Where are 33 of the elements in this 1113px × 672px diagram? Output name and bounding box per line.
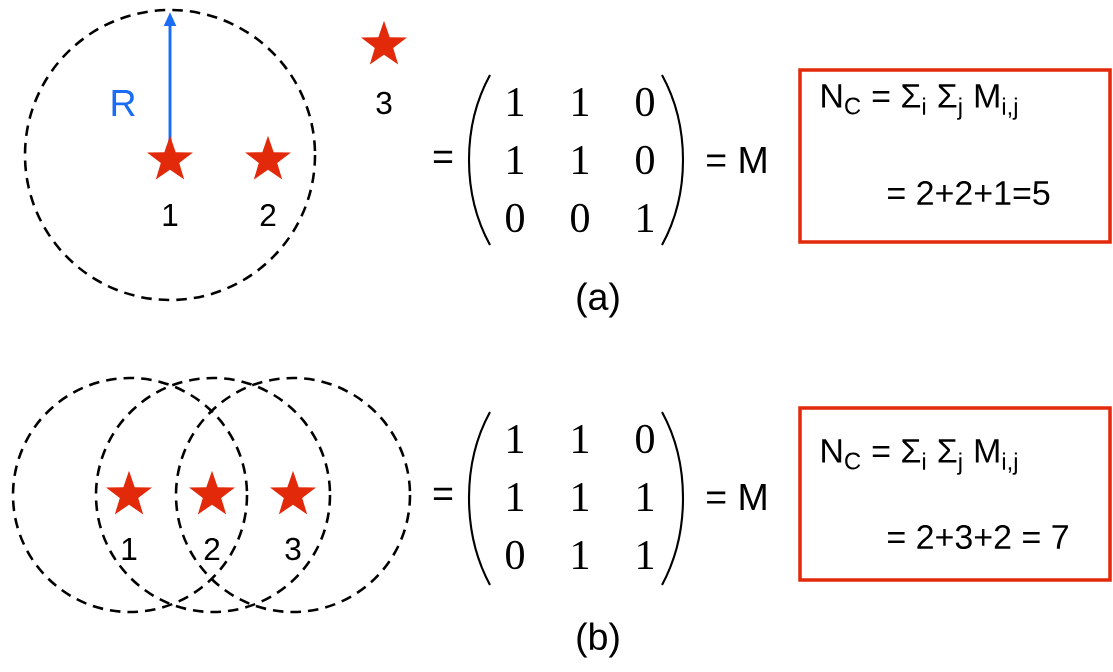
matrix-entry: 1 (508, 425, 523, 453)
star-number: 2 (260, 203, 276, 227)
matrix-entry: 0 (636, 87, 654, 117)
matrix-entry: 0 (506, 203, 524, 233)
matrix-entry: 0 (636, 424, 654, 454)
matrix-entry: 1 (508, 146, 523, 174)
star-number: 1 (122, 538, 137, 560)
result-box: N$_{C}$ = Σ$_{i}$ Σ$_{j}$ M$_{i,j}$ = 2+3+2 = 7 (798, 406, 1112, 582)
matrix-entry: 0 (636, 145, 654, 175)
star-number: 3 (376, 91, 392, 115)
star-number: 2 (204, 537, 220, 561)
radius-label: R (112, 90, 135, 116)
matrix-entry: 1 (573, 541, 588, 569)
matrix-entry: 1 (573, 146, 588, 174)
panel-label: (a) (577, 282, 619, 318)
star-number: 1 (163, 204, 178, 226)
star-number: 3 (285, 537, 301, 561)
matrix-entry: 1 (508, 88, 523, 116)
matrix-entry: 1 (638, 483, 653, 511)
result-box: N$_{C}$ = Σ$_{i}$ Σ$_{j}$ M$_{i,j}$ = 2+2+1=5 (798, 68, 1112, 244)
matrix-entry: 1 (508, 483, 523, 511)
matrix-entry: 1 (573, 88, 588, 116)
matrix-entry: 1 (638, 204, 653, 232)
matrix-entry: 1 (573, 483, 588, 511)
equation-text: = M (707, 484, 766, 510)
matrix-entry: 1 (638, 541, 653, 569)
equals-sign: = (433, 150, 453, 163)
equation-text: = M (707, 147, 766, 173)
matrix-entry: 0 (506, 540, 524, 570)
panel-label: (b) (577, 622, 619, 658)
matrix-entry: 1 (573, 425, 588, 453)
matrix-entry: 0 (571, 203, 589, 233)
equals-sign: = (433, 487, 453, 500)
